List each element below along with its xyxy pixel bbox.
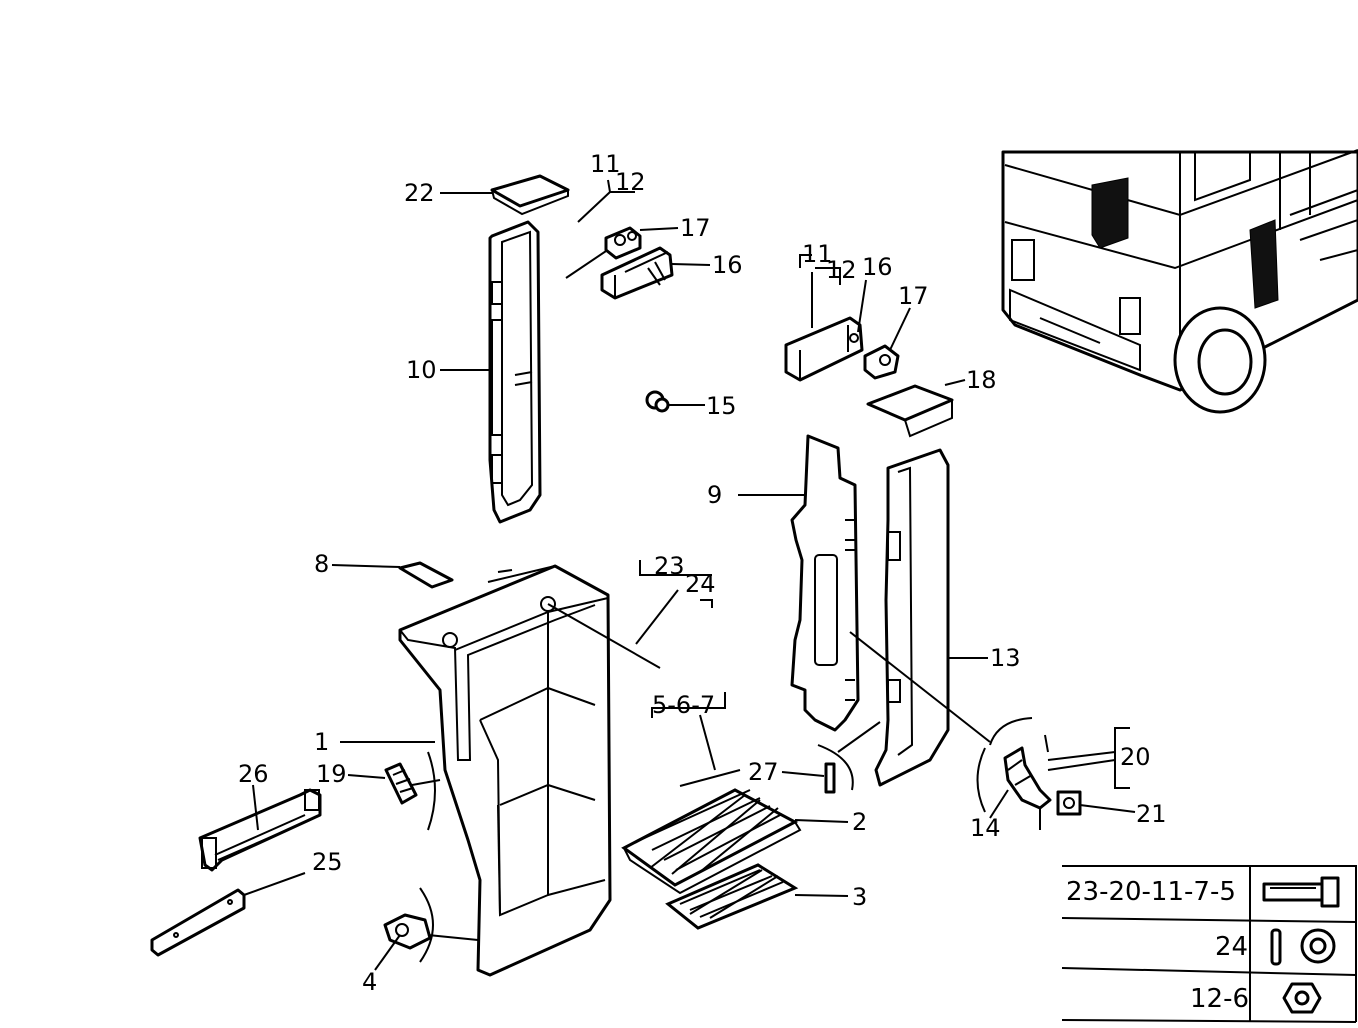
callout-11-upper: 11 xyxy=(590,150,621,178)
callout-24: 24 xyxy=(685,570,716,598)
part-1-step-housing xyxy=(398,564,612,977)
hardware-legend: 23-20-11-7-5 24 12-6 xyxy=(1061,865,1357,1023)
callout-2: 2 xyxy=(852,808,867,836)
callout-4: 4 xyxy=(362,968,377,996)
part-26-rail-bracket xyxy=(198,788,322,872)
part-9-center-panel xyxy=(790,434,860,732)
legend-label-washer: 24 xyxy=(1215,932,1248,962)
callout-17-upper: 17 xyxy=(680,214,711,242)
part-15-bolt xyxy=(645,390,670,413)
washer-icon xyxy=(1270,928,1336,966)
callout-21: 21 xyxy=(1136,800,1167,828)
part-17-clip-right xyxy=(863,344,900,380)
part-13-right-panel xyxy=(874,448,950,787)
part-18-cover-right xyxy=(866,384,954,438)
part-14-clamp xyxy=(1003,746,1052,810)
callout-11-right: 11 xyxy=(802,240,833,268)
callout-16-right: 16 xyxy=(862,253,893,281)
part-27-pin xyxy=(824,762,836,794)
callout-1: 1 xyxy=(314,728,329,756)
callout-17-right: 17 xyxy=(898,282,929,310)
callout-19: 19 xyxy=(316,760,347,788)
callout-14: 14 xyxy=(970,814,1001,842)
callout-10: 10 xyxy=(406,356,437,384)
callout-23: 23 xyxy=(654,552,685,580)
callout-5-6-7: 5-6-7 xyxy=(652,691,715,719)
part-16-bracket-upper xyxy=(600,246,674,300)
part-8-strip xyxy=(398,561,454,589)
callout-18: 18 xyxy=(966,366,997,394)
part-3-step-grating xyxy=(665,863,799,930)
callout-15: 15 xyxy=(706,392,737,420)
callout-12-right: 12 xyxy=(826,256,857,284)
part-16-bracket-right xyxy=(784,316,864,382)
callout-26: 26 xyxy=(238,760,269,788)
callout-27: 27 xyxy=(748,758,779,786)
part-10-upper-panel xyxy=(488,220,542,524)
callout-12-upper: 12 xyxy=(615,168,646,196)
part-2-step-grating xyxy=(621,788,802,895)
callout-20: 20 xyxy=(1120,743,1151,771)
bolt-icon xyxy=(1262,876,1340,908)
part-4-foot-bracket xyxy=(383,913,432,950)
truck-cab-illustration xyxy=(1001,149,1358,414)
callout-9: 9 xyxy=(707,481,722,509)
legend-label-nut: 12-6 xyxy=(1190,984,1249,1014)
callout-8: 8 xyxy=(314,550,329,578)
callout-22: 22 xyxy=(404,179,435,207)
callout-13: 13 xyxy=(990,644,1021,672)
callout-16-upper: 16 xyxy=(712,251,743,279)
legend-label-bolt: 23-20-11-7-5 xyxy=(1066,877,1236,907)
nut-icon xyxy=(1282,982,1322,1014)
callout-3: 3 xyxy=(852,883,867,911)
part-19-clip xyxy=(384,762,418,805)
part-22-cover-plate xyxy=(490,174,570,216)
part-17-clip-upper xyxy=(604,226,642,260)
callout-labels: 1 2 3 4 5-6-7 8 9 10 11 12 11 12 13 14 1… xyxy=(238,150,1167,996)
part-21-nut-plate xyxy=(1056,790,1082,816)
part-25-flat-bar xyxy=(150,888,246,957)
callout-25: 25 xyxy=(312,848,343,876)
